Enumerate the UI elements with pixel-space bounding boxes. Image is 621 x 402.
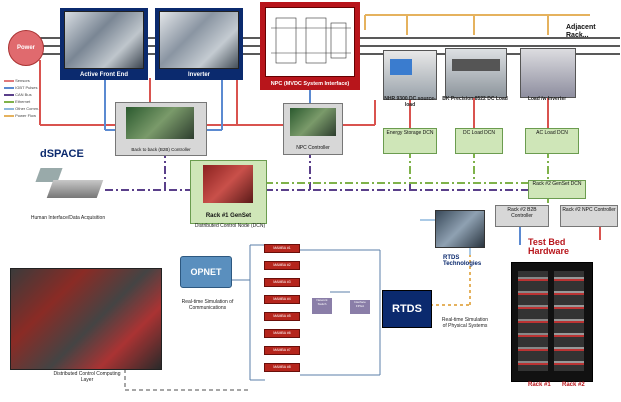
interface-fpga: Interface FPGA: [350, 300, 370, 314]
dspace-logo: dSPACE: [40, 148, 84, 160]
nhr-device: [383, 50, 437, 100]
rt-comm-label: Real-time Simulation of Communications: [181, 299, 234, 311]
active-front-end-block: Active Front End: [60, 8, 148, 80]
mamba-2: MAMBA #2: [264, 261, 300, 270]
energy-storage-dcn: Energy Storage DCN: [383, 128, 437, 154]
b2b-controller: Back to back (B2B) Controller: [115, 102, 207, 156]
load-device: [520, 48, 576, 98]
bk-label: BK Precision 8522 DC Load: [442, 96, 508, 102]
rtds-logo: RTDS Technologies: [443, 255, 483, 269]
nhr-label: NHR 9300 DC source-load: [384, 96, 436, 108]
rack2-label: Rack #2: [562, 382, 585, 388]
nhr-screen: [390, 59, 412, 75]
dcn-label: Distributed Control Node (DCN): [194, 223, 266, 229]
inverter-photo: [159, 11, 239, 69]
legend-ethernet: Ethernet: [4, 99, 50, 106]
test-bed-label: Test Bed Hardware: [528, 237, 570, 257]
rack1-label: Rack #1: [528, 382, 551, 388]
afe-photo: [64, 11, 144, 69]
rt-physical-label: Real-time Simulation of Physical Systems: [441, 317, 489, 329]
rack1-genset-label: Rack #1 GenSet: [205, 213, 252, 219]
legend-power: Power Flow: [4, 113, 50, 120]
inverter-block: Inverter: [155, 8, 243, 80]
mamba-7: MAMBA #7: [264, 346, 300, 355]
test-bed-rack: [511, 262, 593, 382]
mamba-4: MAMBA #4: [264, 295, 300, 304]
rtds-box: RTDS: [382, 290, 432, 328]
monitor-photo: [435, 210, 485, 248]
legend-sensors: Sensors: [4, 78, 50, 85]
npc-schematic-drawing: [271, 17, 351, 64]
power-label: Power: [16, 45, 35, 51]
legend-can: CAN Bus: [4, 92, 50, 99]
computing-layer-photo: [10, 268, 162, 370]
npc-ctrl-label: NPC Controller: [296, 145, 330, 151]
rack1-board: [203, 165, 253, 203]
mamba-3: MAMBA #3: [264, 278, 300, 287]
dccl-label: Distributed Control Computing Layer: [53, 371, 121, 383]
adjacent-rack-label: Adjacent Rack...: [566, 24, 596, 40]
bk-device: [445, 48, 507, 98]
npc-schematic: [265, 7, 355, 77]
inverter-label: Inverter: [187, 72, 210, 78]
hmi-label: Human Interface/Data Acquisition: [30, 215, 106, 221]
ac-load-dcn: AC Load DCN: [525, 128, 579, 154]
mamba-8: MAMBA #8: [264, 363, 300, 372]
rack-right-equipment: [554, 271, 584, 371]
dc-load-dcn: DC Load DCN: [455, 128, 503, 154]
dspace-box-2: [46, 180, 104, 198]
load-label: Load /w Inverter: [527, 96, 567, 102]
mamba-stack: MAMBA #1 MAMBA #2 MAMBA #3 MAMBA #4 MAMB…: [264, 244, 302, 380]
npc-controller: NPC Controller: [283, 103, 343, 155]
b2b-label: Back to back (B2B) Controller: [131, 147, 191, 152]
legend: Sensors IGBT Pulses CAN Bus Ethernet Oth…: [4, 78, 50, 120]
rack2-genset-dcn: Rack #2 GenSet DCN: [528, 180, 586, 199]
b2b-board: [126, 107, 194, 139]
opnet-label: OPNET: [190, 267, 222, 277]
mamba-6: MAMBA #6: [264, 329, 300, 338]
npc-block: NPC (MVDC System Interface): [260, 2, 360, 90]
afe-label: Active Front End: [79, 72, 128, 78]
rtds-label: RTDS: [392, 303, 422, 315]
rtds-logo-text: RTDS Technologies: [443, 255, 482, 267]
opnet-box: OPNET: [180, 256, 232, 288]
mamba-1: MAMBA #1: [264, 244, 300, 253]
bk-panel: [452, 59, 500, 71]
power-source: Power: [8, 30, 44, 66]
rack-left-equipment: [518, 271, 548, 371]
rack2-b2b-controller: Rack #2 B2B Controller: [495, 205, 549, 227]
dspace-device: [35, 168, 108, 208]
npc-ctrl-board: [290, 108, 336, 136]
legend-other: Other Comm.: [4, 106, 50, 113]
npc-label: NPC (MVDC System Interface): [270, 81, 350, 87]
rack2-npc-controller: Rack #2 NPC Controller: [560, 205, 618, 227]
rack1-genset: Rack #1 GenSet: [190, 160, 267, 224]
network-switch: Network Switch: [312, 298, 332, 314]
legend-igbt: IGBT Pulses: [4, 85, 50, 92]
mamba-5: MAMBA #5: [264, 312, 300, 321]
